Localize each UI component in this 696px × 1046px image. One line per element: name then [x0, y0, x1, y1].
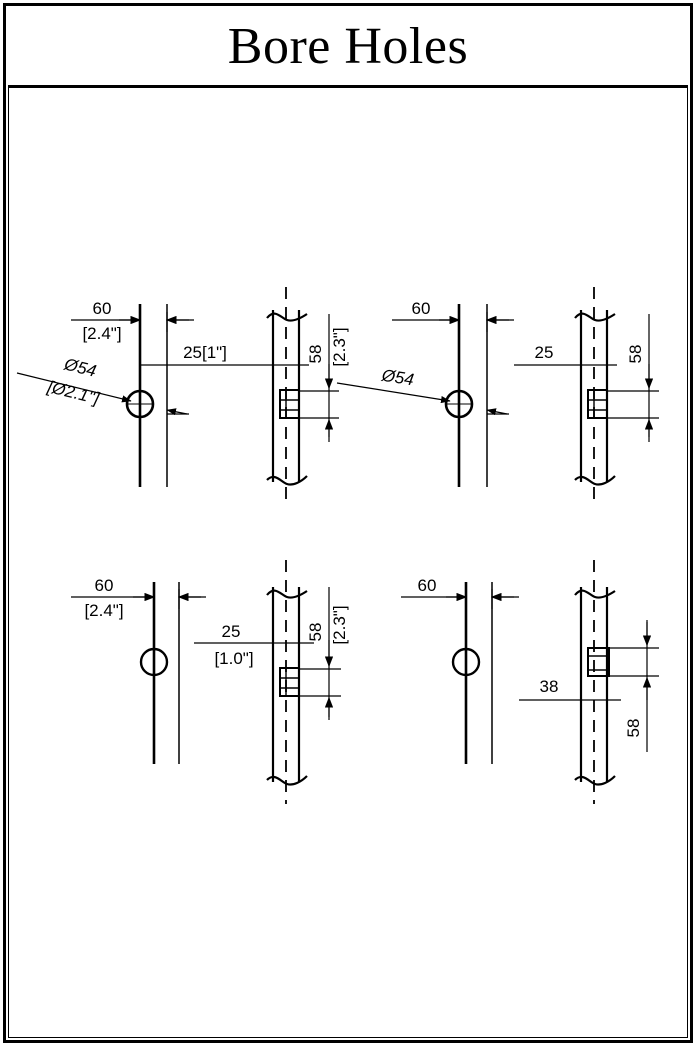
dim-60-metric-label: 60: [412, 299, 431, 318]
dim-38-metric-label: 38: [540, 677, 559, 696]
view-4: 25 58: [514, 287, 659, 504]
bore-edge-arrow: [166, 408, 188, 416]
dim-25-label: 25[1"]: [183, 343, 227, 362]
diameter-leader-line: [336, 382, 451, 404]
bore-circle: [451, 647, 481, 677]
dim-58-metric-label: 58: [626, 345, 645, 364]
page-title: Bore Holes: [227, 17, 469, 75]
break-line-bottom: [266, 475, 308, 486]
dim-60-imperial-label: [2.4"]: [82, 324, 121, 343]
view-8: 38 58: [519, 560, 659, 804]
diameter-leader-line: [16, 372, 132, 403]
dim-60-metric-label: 60: [93, 299, 112, 318]
break-line-bottom: [574, 475, 616, 486]
view-5: 60 [2.4"]: [71, 576, 206, 764]
dim-25-metric-label: 25: [222, 622, 241, 641]
diameter-imperial-label: [Ø2.1"]: [45, 377, 103, 408]
dim-60-imperial-label: [2.4"]: [84, 601, 123, 620]
break-line-top: [574, 589, 616, 599]
bore-circle: [139, 647, 169, 677]
view-3: 60 Ø54: [336, 299, 514, 487]
dim-58-metric-label: 58: [624, 719, 643, 738]
drawing-canvas: 60 [2.4"] Ø54 [Ø2.1"]: [9, 92, 687, 1037]
drawing-frame-outer: [3, 3, 693, 1043]
view-6: 25 [1.0"] 58 [2.3"]: [194, 560, 349, 804]
bore-fitting-block: [279, 389, 300, 419]
dim-25-label: 25: [535, 343, 554, 362]
view-7: 60: [401, 576, 519, 764]
break-line-top: [266, 312, 308, 322]
view-2: 25[1"] 58 [2.3"]: [139, 287, 349, 504]
bore-fitting-block: [587, 389, 608, 419]
bore-edge-arrow: [486, 408, 508, 416]
view-1: 60 [2.4"] Ø54 [Ø2.1"]: [16, 299, 194, 487]
dim-58-imperial-label: [2.3"]: [330, 605, 349, 644]
diameter-metric-label: Ø54: [61, 354, 98, 380]
dim-25-imperial-label: [1.0"]: [214, 649, 253, 668]
diameter-metric-label: Ø54: [380, 366, 416, 390]
bore-fitting-block: [279, 667, 300, 697]
dim-60-metric-label: 60: [418, 576, 437, 595]
dim-58-metric-label: 58: [306, 345, 325, 364]
break-line-bottom: [266, 775, 308, 786]
break-line-bottom: [574, 775, 616, 786]
title-block: Bore Holes: [8, 8, 688, 88]
break-line-top: [574, 312, 616, 322]
bore-fitting-block: [587, 647, 610, 677]
dim-58-imperial-label: [2.3"]: [330, 327, 349, 366]
break-line-top: [266, 589, 308, 599]
dim-60-metric-label: 60: [95, 576, 114, 595]
dim-58-metric-label: 58: [306, 623, 325, 642]
